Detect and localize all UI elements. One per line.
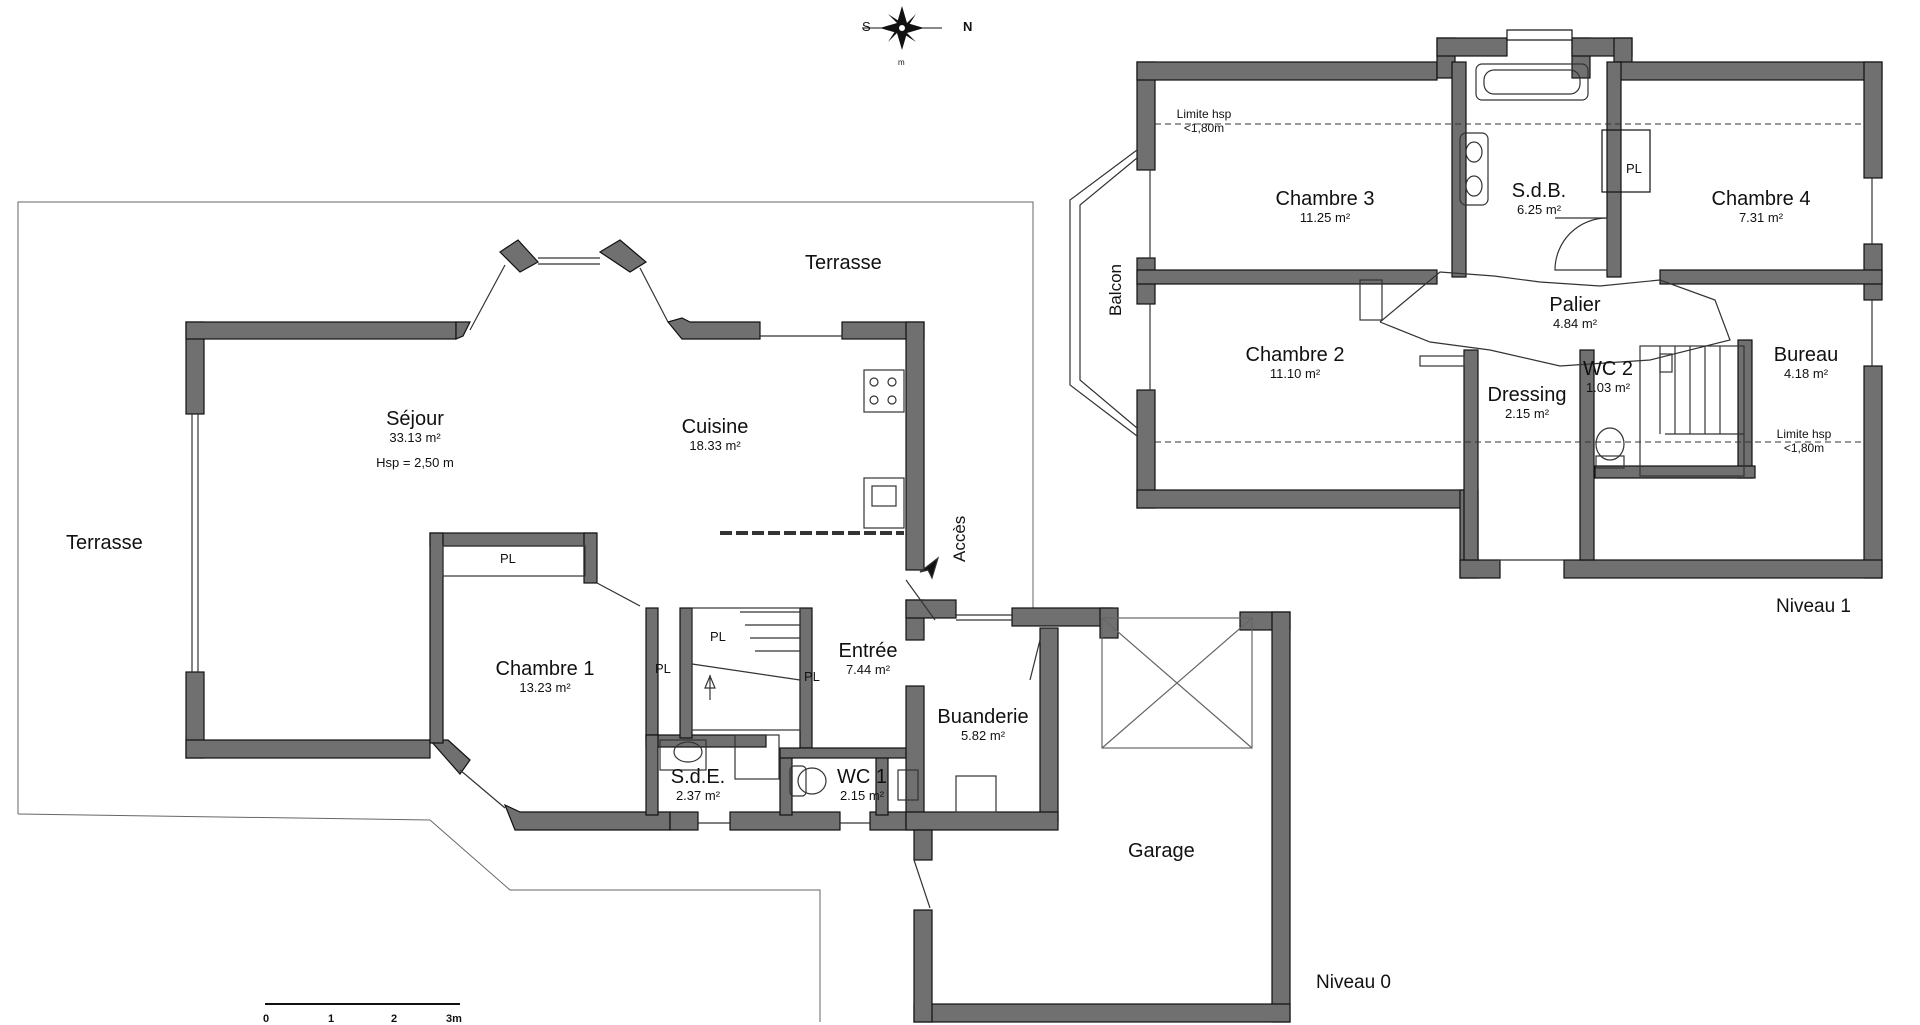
room-buanderie-name: Buanderie xyxy=(937,706,1029,728)
room-chambre4-area: 7.31 m² xyxy=(1738,210,1784,225)
room-chambre3-name: Chambre 3 xyxy=(1275,188,1375,210)
pl-left: PL xyxy=(655,661,671,676)
room-entree-area: 7.44 m² xyxy=(845,662,891,677)
room-garage-name: Garage xyxy=(1128,840,1195,862)
room-chambre2-name: Chambre 2 xyxy=(1245,344,1345,366)
pl-chambre1: PL xyxy=(500,551,516,566)
room-entree-name: Entrée xyxy=(838,640,898,662)
room-cuisine: Cuisine 18.33 m² xyxy=(670,416,760,454)
limite-hsp-right-line1: Limite hsp xyxy=(1776,427,1832,441)
room-chambre3: Chambre 3 11.25 m² xyxy=(1270,188,1380,226)
balcon-label: Balcon xyxy=(1106,264,1125,316)
pl-entree: PL xyxy=(804,669,820,684)
room-chambre3-area: 11.25 m² xyxy=(1299,210,1351,225)
limite-hsp-right-line2: <1,80m xyxy=(1783,440,1825,455)
room-cuisine-area: 18.33 m² xyxy=(689,438,741,453)
pl-stair: PL xyxy=(710,629,726,644)
room-sde: S.d.E. 2.37 m² xyxy=(660,766,736,804)
room-chambre2: Chambre 2 11.10 m² xyxy=(1240,344,1350,382)
room-sejour-name: Séjour xyxy=(386,408,444,430)
room-chambre1-area: 13.23 m² xyxy=(519,680,571,695)
limite-hsp-left-line2: <1,80m xyxy=(1183,120,1225,135)
room-sdb-name: S.d.B. xyxy=(1511,180,1567,202)
room-bureau-name: Bureau xyxy=(1773,344,1839,366)
room-dressing-name: Dressing xyxy=(1487,384,1567,406)
room-chambre1-name: Chambre 1 xyxy=(495,658,595,680)
level-1-label: Niveau 1 xyxy=(1776,596,1851,617)
compass-north: N xyxy=(963,19,973,34)
room-buanderie-area: 5.82 m² xyxy=(960,728,1006,743)
room-chambre4: Chambre 4 7.31 m² xyxy=(1706,188,1816,226)
room-palier-area: 4.84 m² xyxy=(1552,316,1598,331)
room-dressing: Dressing 2.15 m² xyxy=(1480,384,1574,422)
room-wc2: WC 2 1.03 m² xyxy=(1580,358,1636,396)
room-wc1-area: 2.15 m² xyxy=(839,788,885,803)
compass-rose xyxy=(862,6,942,50)
room-chambre2-area: 11.10 m² xyxy=(1269,366,1321,381)
room-chambre1: Chambre 1 13.23 m² xyxy=(490,658,600,696)
scale-label-0: 0 xyxy=(263,1013,270,1025)
room-bureau-area: 4.18 m² xyxy=(1783,366,1829,381)
room-wc2-area: 1.03 m² xyxy=(1585,380,1631,395)
room-chambre4-name: Chambre 4 xyxy=(1711,188,1811,210)
room-sejour-height: Hsp = 2,50 m xyxy=(376,454,454,470)
room-wc1: WC 1 2.15 m² xyxy=(824,766,900,804)
level-0-label: Niveau 0 xyxy=(1316,972,1391,993)
room-sejour: Séjour 33.13 m² Hsp = 2,50 m xyxy=(370,408,460,471)
room-sejour-area: 33.13 m² xyxy=(389,430,441,445)
room-entree: Entrée 7.44 m² xyxy=(828,640,908,678)
terrace-left-label: Terrasse xyxy=(66,532,143,554)
room-buanderie: Buanderie 5.82 m² xyxy=(928,706,1038,744)
room-sde-name: S.d.E. xyxy=(670,766,726,788)
room-dressing-area: 2.15 m² xyxy=(1504,406,1550,421)
limite-hsp-right: Limite hsp <1,80m xyxy=(1774,427,1834,456)
access-label: Accès xyxy=(950,515,969,562)
limite-hsp-left: Limite hsp <1,80m xyxy=(1174,107,1234,136)
scale-label-2: 2 xyxy=(391,1013,398,1025)
room-sdb: S.d.B. 6.25 m² xyxy=(1504,180,1574,218)
compass-south: S xyxy=(862,19,871,34)
room-palier-name: Palier xyxy=(1549,294,1601,316)
scale-label-3m: 3m xyxy=(446,1013,462,1025)
room-sde-area: 2.37 m² xyxy=(675,788,721,803)
room-bureau: Bureau 4.18 m² xyxy=(1766,344,1846,382)
room-sdb-area: 6.25 m² xyxy=(1516,202,1562,217)
compass-mark: m xyxy=(898,58,905,67)
room-cuisine-name: Cuisine xyxy=(681,416,749,438)
pl-sdb: PL xyxy=(1626,161,1642,176)
terrace-top-label: Terrasse xyxy=(805,252,882,274)
room-wc1-name: WC 1 xyxy=(837,766,887,788)
room-palier: Palier 4.84 m² xyxy=(1540,294,1610,332)
room-wc2-name: WC 2 xyxy=(1583,358,1633,380)
scale-label-1: 1 xyxy=(328,1013,335,1025)
limite-hsp-left-line1: Limite hsp xyxy=(1176,107,1232,121)
